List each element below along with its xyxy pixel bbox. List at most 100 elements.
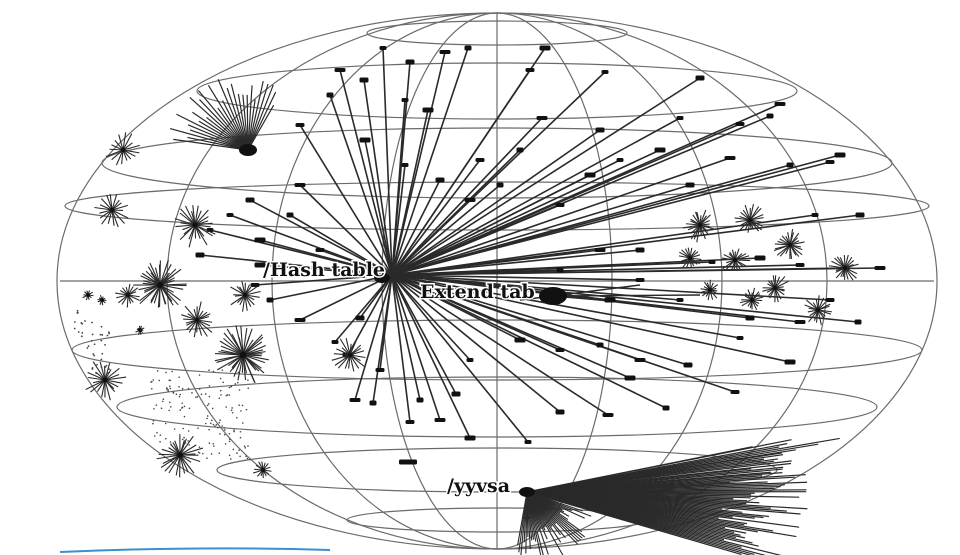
edge-hash-68: [299, 274, 393, 321]
star-left-3-core: [126, 293, 130, 297]
star-far-left-3-ray: [87, 376, 106, 381]
star-left-large: [133, 259, 187, 308]
node-87: [662, 405, 670, 411]
star-right-10-ray: [808, 309, 819, 323]
star-far-left-2-ray: [115, 149, 124, 166]
star-right-3-ray: [774, 244, 791, 250]
star-right-7-ray: [774, 287, 779, 303]
faint-dot: [239, 430, 242, 433]
faint-dot: [173, 428, 176, 430]
node-84: [524, 440, 532, 444]
star-left-large-ray: [159, 268, 177, 286]
node-50: [794, 320, 806, 324]
edge-hash-35: [391, 154, 841, 276]
star-center-low-ray: [349, 354, 366, 359]
faint-dot: [101, 352, 104, 355]
node-55: [683, 362, 693, 368]
edge-hash-20: [339, 69, 393, 276]
node-69: [266, 297, 274, 303]
faint-dot: [171, 370, 173, 373]
star-bottom-left-1-ray: [168, 454, 181, 474]
cluster-topleft-center: [239, 144, 257, 156]
edge-hash-60: [391, 274, 471, 361]
faint-dot: [218, 397, 221, 400]
star-right-2-ray: [747, 219, 751, 233]
faint-dot: [226, 394, 229, 396]
node-14: [536, 116, 548, 120]
star-center-low-ray: [333, 353, 351, 356]
faint-dot: [152, 379, 155, 381]
faint-dot: [87, 345, 90, 348]
star-right-10-ray: [817, 305, 830, 311]
star-right-10-ray: [817, 309, 822, 326]
faint-dot: [224, 443, 227, 445]
star-far-left-3-ray: [85, 379, 106, 390]
faint-dot: [208, 385, 211, 387]
star-left-large-ray: [141, 272, 161, 286]
node-76: [315, 248, 325, 252]
star-far-left-1-ray: [99, 204, 113, 211]
star-left-upper-ray: [194, 224, 208, 246]
faint-dot: [197, 427, 199, 429]
edge-cluster-tl-14: [221, 100, 249, 151]
node-clusters: [73, 132, 859, 479]
node-73: [245, 197, 255, 203]
faint-dot: [105, 364, 108, 367]
star-right-3-ray: [787, 232, 791, 246]
faint-dot: [184, 442, 187, 444]
star-left-large-ray: [159, 284, 174, 306]
star-left-mid-ray: [240, 325, 244, 356]
star-left-mid-ray: [216, 354, 244, 371]
star-right-1-ray: [696, 211, 701, 226]
edge-cluster-tl-10: [199, 99, 249, 151]
faint-dot: [247, 387, 250, 390]
faint-dot: [210, 422, 212, 425]
star-right-1-ray: [699, 224, 715, 230]
faint-dot: [204, 393, 207, 395]
star-bottom-left-1-ray: [179, 454, 189, 473]
faint-dot: [219, 377, 222, 380]
edge-hash-51: [391, 274, 859, 323]
star-far-left-2-ray: [122, 133, 133, 151]
faint-dot: [170, 443, 172, 445]
star-far-left-3-ray: [104, 379, 123, 384]
star-far-left-1-ray: [107, 209, 113, 224]
faint-dot: [249, 458, 251, 461]
node-74: [294, 183, 306, 187]
faint-dot: [237, 381, 239, 384]
star-right-1-ray: [699, 224, 706, 240]
node-36: [811, 213, 819, 217]
star-bottom-left-1-ray: [164, 454, 181, 472]
edge-hash-19: [363, 79, 393, 276]
faint-dot: [219, 389, 222, 392]
faint-dot: [198, 388, 201, 390]
edge-hash-85: [391, 274, 561, 413]
node-34: [825, 160, 835, 164]
node-8: [774, 102, 786, 106]
star-far-left-1-core: [109, 207, 115, 213]
star-right-2: [734, 203, 765, 233]
edge-hash-11: [391, 149, 661, 276]
star-right-1-ray: [682, 224, 701, 229]
edge-cluster-tl-16: [226, 87, 249, 151]
faint-dot: [152, 422, 154, 425]
star-left-large-core: [157, 282, 163, 288]
star-right-7-ray: [774, 276, 781, 289]
edge-cluster-tl-1: [187, 136, 249, 151]
faint-dot: [213, 445, 215, 447]
star-far-left-4-core: [86, 293, 90, 297]
star-left-2-ray: [196, 319, 213, 333]
node-70: [250, 283, 260, 287]
node-72: [226, 213, 234, 217]
star-left-mid-ray: [242, 328, 248, 356]
star-right-2-ray: [749, 207, 762, 221]
star-right-2-ray: [749, 203, 755, 221]
star-far-left-1-ray: [94, 206, 113, 211]
faint-dot: [181, 387, 184, 390]
edge-hash-82: [391, 274, 411, 423]
star-far-left-1-ray: [99, 209, 113, 214]
faint-dot: [234, 383, 237, 385]
star-left-large-ray: [150, 284, 161, 302]
star-far-left-2-ray: [111, 149, 124, 161]
star-far-left-1-ray: [106, 194, 113, 211]
